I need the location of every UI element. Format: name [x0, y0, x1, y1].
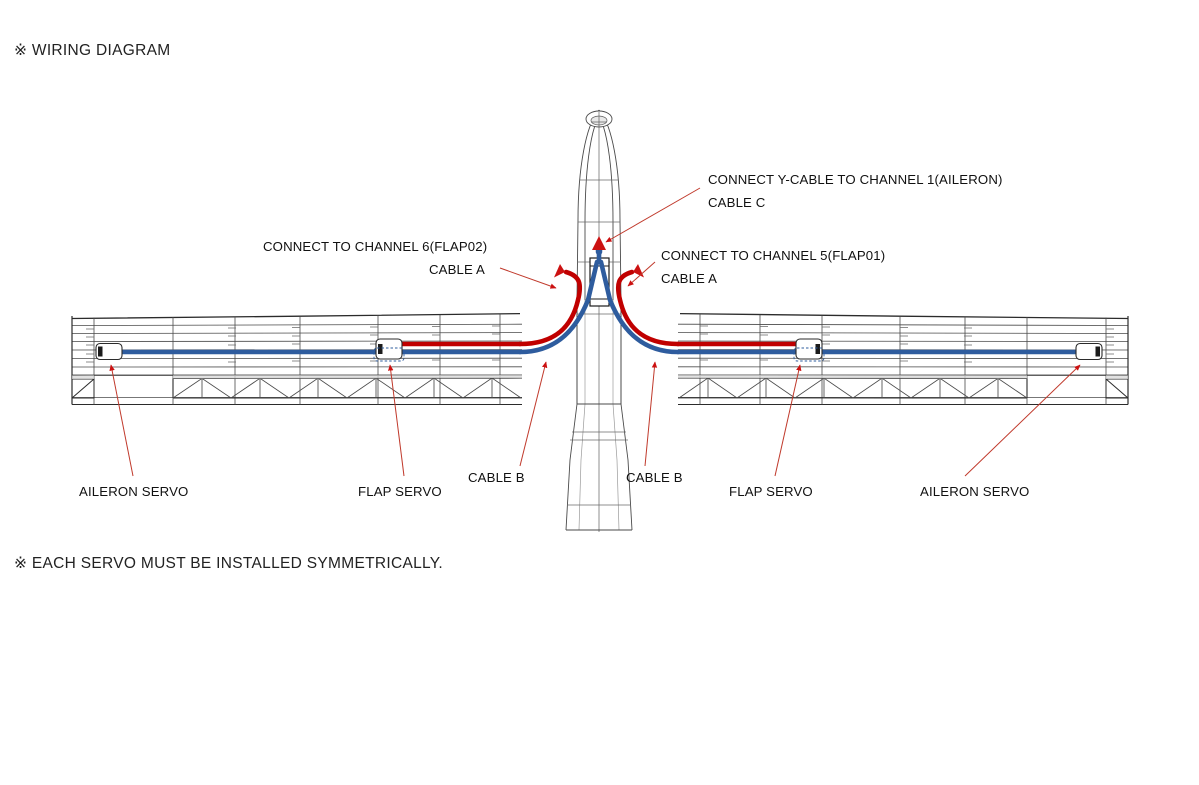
annotation-ycable-line1: CONNECT Y-CABLE TO CHANNEL 1(AILERON): [708, 172, 1003, 187]
servo-box-aileron-left: [95, 342, 123, 361]
ycable-arrowhead: [592, 236, 606, 250]
page-footnote: ※ EACH SERVO MUST BE INSTALLED SYMMETRIC…: [14, 555, 444, 572]
annotation-channel6-line2: CABLE A: [428, 262, 485, 277]
annotation-channel5-line1: CONNECT TO CHANNEL 5(FLAP01): [661, 248, 886, 263]
left-wing-structure: [71, 312, 523, 405]
annotation-channel6: CONNECT TO CHANNEL 6(FLAP02) CABLE A: [263, 235, 488, 281]
annotation-channel5: CONNECT TO CHANNEL 5(FLAP01) CABLE A: [661, 244, 885, 290]
annotation-ycable: CONNECT Y-CABLE TO CHANNEL 1(AILERON) CA…: [708, 168, 1003, 214]
annotation-channel6-line1: CONNECT TO CHANNEL 6(FLAP02): [263, 239, 488, 254]
servo-box-flap-right: [793, 338, 825, 362]
label-aileron-servo-left: AILERON SERVO: [79, 484, 189, 499]
cable-a-arrowhead-left: [554, 264, 565, 278]
label-cable-b-right: CABLE B: [626, 470, 683, 485]
red-flap-cable: [395, 269, 803, 347]
servo-box-aileron-right: [1075, 342, 1103, 361]
annotation-ycable-line2: CABLE C: [708, 195, 766, 210]
label-flap-servo-left: FLAP SERVO: [358, 484, 442, 499]
annotation-channel5-line2: CABLE A: [661, 271, 718, 286]
label-aileron-servo-right: AILERON SERVO: [920, 484, 1030, 499]
leader-lines: [109, 187, 1081, 477]
servo-box-flap-left: [373, 338, 405, 362]
label-cable-b-left: CABLE B: [468, 470, 525, 485]
cable-a-arrowhead-right: [633, 264, 644, 278]
right-wing-structure: [677, 312, 1129, 405]
page-title: ※ WIRING DIAGRAM: [14, 42, 171, 59]
blue-aileron-cable: [107, 249, 1091, 355]
label-flap-servo-right: FLAP SERVO: [729, 484, 813, 499]
